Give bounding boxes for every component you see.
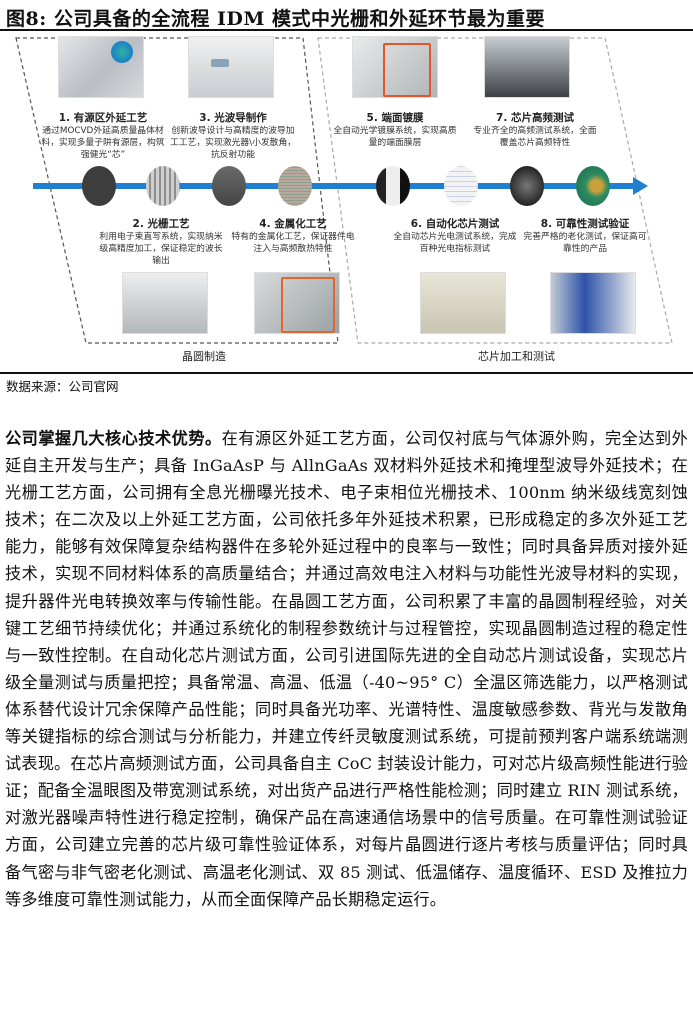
step-4: 4. 金属化工艺 特有的金属化工艺，保证器件电注入与高频散热特性	[231, 218, 355, 254]
reliability-equipment-photo	[550, 272, 636, 334]
zone-label-wafer-fab: 晶圆制造	[182, 350, 226, 363]
highfreq-test-photo	[484, 36, 570, 98]
step-8: 8. 可靠性测试验证 完善严格的老化测试，保证高可靠性的产品	[523, 218, 647, 254]
step-6: 6. 自动化芯片测试 全自动芯片光电测试系统，完成百种光电指标测试	[393, 218, 517, 254]
waveguide-equipment-photo	[188, 36, 274, 98]
process-timeline-arrow	[33, 183, 633, 189]
data-source-note: 数据来源：公司官网	[6, 379, 119, 394]
facet-coating-micrograph	[376, 166, 410, 206]
reliability-micrograph	[576, 166, 610, 206]
figure-title: 图8: 公司具备的全流程 IDM 模式中光栅和外延环节最为重要	[6, 8, 545, 30]
step-7: 7. 芯片高频测试 专业齐全的高频测试系统，全面覆盖芯片高频特性	[473, 112, 597, 148]
paragraph-text: 在有源区外延工艺方面，公司仅衬底与气体源外购，完全达到外延自主开发与生产；具备 …	[5, 429, 689, 909]
metallization-micrograph	[278, 166, 312, 206]
idm-process-diagram: 1. 有源区外延工艺 通过MOCVD外延高质量晶体材料，实现多量子阱有源层，构筑…	[0, 31, 693, 371]
step-1: 1. 有源区外延工艺 通过MOCVD外延高质量晶体材料，实现多量子阱有源层，构筑…	[41, 112, 165, 160]
ebeam-equipment-photo	[122, 272, 208, 334]
arrowhead-icon	[633, 177, 648, 195]
mocvd-equipment-photo	[58, 36, 144, 98]
waveguide-micrograph	[212, 166, 246, 206]
zone-label-chip-processing-test: 芯片加工和测试	[478, 350, 555, 363]
step-3: 3. 光波导制作 创新波导设计与高精度的波导加工工艺，实现激光器\小发散角，抗反…	[169, 112, 297, 160]
title-rule	[0, 29, 693, 31]
step-5: 5. 端面镀膜 全自动光学镀膜系统，实现高质量的端面膜层	[333, 112, 457, 148]
epitaxy-micrograph	[82, 166, 116, 206]
step-2: 2. 光栅工艺 利用电子束直写系统，实现纳米级高精度加工，保证稳定的波长输出	[99, 218, 223, 266]
metallization-equipment-photo	[254, 272, 340, 334]
auto-test-equipment-photo	[420, 272, 506, 334]
figure-bottom-rule	[0, 372, 693, 374]
highfreq-micrograph	[510, 166, 544, 206]
paragraph-lead: 公司掌握几大核心技术优势。	[5, 429, 222, 448]
coating-equipment-photo	[352, 36, 438, 98]
grating-micrograph	[146, 166, 180, 206]
body-paragraph: 公司掌握几大核心技术优势。在有源区外延工艺方面，公司仅衬底与气体源外购，完全达到…	[5, 425, 688, 913]
auto-test-micrograph	[444, 166, 478, 206]
